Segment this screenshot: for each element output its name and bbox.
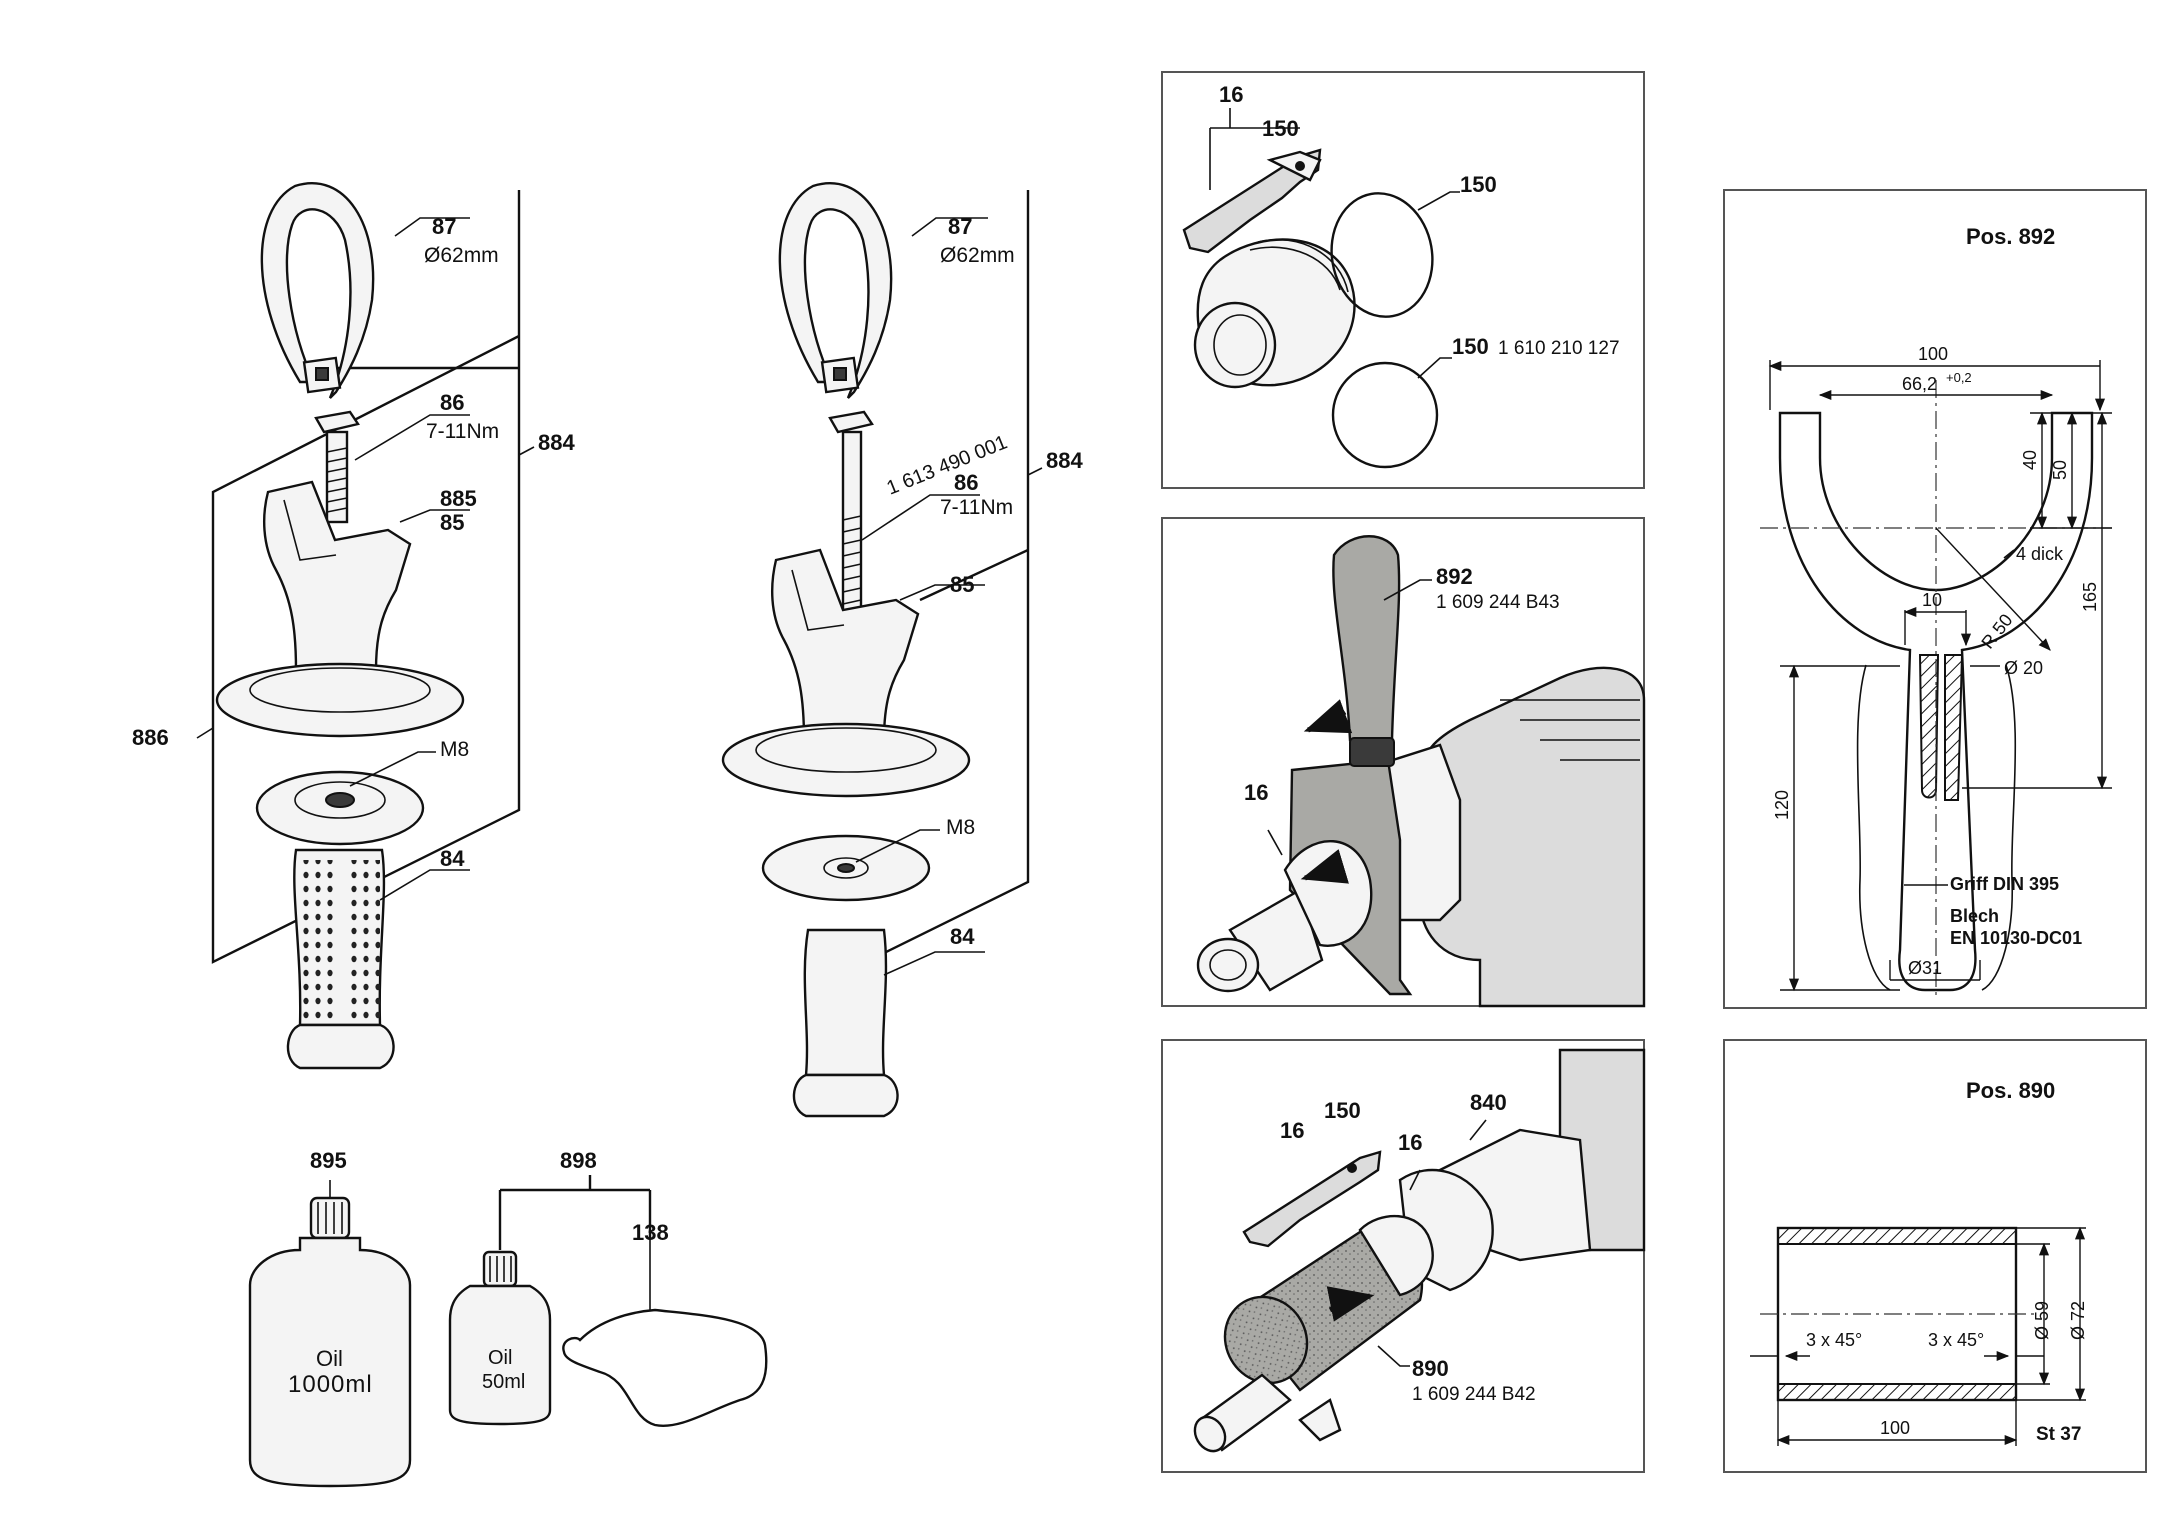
label-138: 138 bbox=[632, 1220, 669, 1245]
handle-head-85 bbox=[215, 480, 465, 738]
label-150-b: 150 bbox=[1452, 334, 1489, 359]
left-labels: 87 Ø62mm 86 7-11Nm 884 885 85 886 M8 84 bbox=[132, 214, 575, 871]
label-150: 150 bbox=[1324, 1098, 1361, 1123]
dim-50: 50 bbox=[2050, 460, 2070, 480]
dim-length: 100 bbox=[1880, 1418, 1910, 1438]
label-85: 85 bbox=[440, 510, 464, 535]
label-840: 840 bbox=[1470, 1090, 1507, 1115]
label-87: 87 bbox=[432, 214, 456, 239]
label-handle: Griff DIN 395 bbox=[1950, 874, 2059, 894]
drawing-pos-890 bbox=[1723, 1039, 2147, 1473]
label-884: 884 bbox=[1046, 448, 1083, 473]
panel-rings-labels: 16 150 150 150 1 610 210 127 bbox=[1219, 82, 1620, 359]
label-886: 886 bbox=[132, 725, 169, 750]
label-16: 16 bbox=[1219, 82, 1243, 107]
dim-dia-20: Ø 20 bbox=[2004, 658, 2043, 678]
washer-m8 bbox=[255, 770, 425, 846]
label-sheet-2: EN 10130-DC01 bbox=[1950, 928, 2082, 948]
label-884: 884 bbox=[538, 430, 575, 455]
label-m8: M8 bbox=[440, 738, 469, 761]
label-strap-diameter: Ø62mm bbox=[424, 244, 499, 267]
label-86: 86 bbox=[954, 470, 978, 495]
strap-87 bbox=[778, 182, 893, 399]
panel-retaining-rings bbox=[1161, 71, 1645, 489]
oil-bottle-895 bbox=[248, 1180, 412, 1488]
label-895: 895 bbox=[310, 1148, 347, 1173]
middle-handle-assembly bbox=[721, 182, 1043, 1118]
label-890-part: 1 609 244 B42 bbox=[1412, 1384, 1536, 1405]
label-sheet-1: Blech bbox=[1950, 906, 1999, 926]
dim-chamfer-right: 3 x 45° bbox=[1928, 1330, 1984, 1350]
bolt-86 bbox=[314, 410, 360, 524]
dim-165: 165 bbox=[2080, 582, 2100, 612]
label-m8: M8 bbox=[946, 816, 975, 839]
label-150-a: 150 bbox=[1460, 172, 1497, 197]
long-bolt-86 bbox=[828, 410, 874, 634]
consumable-labels: 895 Oil 1000ml 898 Oil 50ml 138 bbox=[288, 1148, 669, 1398]
dim-40: 40 bbox=[2020, 450, 2040, 470]
drawing-title: Pos. 890 bbox=[1966, 1078, 2055, 1103]
dim-dia-31: Ø31 bbox=[1908, 958, 1942, 978]
label-84: 84 bbox=[950, 924, 975, 949]
label-885: 885 bbox=[440, 486, 477, 511]
label-890: 890 bbox=[1412, 1356, 1449, 1381]
dim-dia-72: Ø 72 bbox=[2068, 1301, 2088, 1340]
panel-ring-installation bbox=[1161, 1039, 1646, 1473]
label-86: 86 bbox=[440, 390, 464, 415]
drawing-title: Pos. 892 bbox=[1966, 224, 2055, 249]
drawing-890-labels: Pos. 890 3 x 45° 3 x 45° Ø 59 Ø 72 100 S… bbox=[1806, 1078, 2088, 1445]
strap-87 bbox=[260, 182, 375, 399]
label-strap-diameter: Ø62mm bbox=[940, 244, 1015, 267]
label-150-on-part: 150 bbox=[1262, 116, 1299, 141]
label-898: 898 bbox=[560, 1148, 597, 1173]
panel-ring-removal bbox=[1161, 517, 1646, 1008]
label-892-part: 1 609 244 B43 bbox=[1436, 592, 1560, 613]
dim-10: 10 bbox=[1922, 590, 1942, 610]
grip-84 bbox=[792, 928, 899, 1118]
label-oil-large-2: 1000ml bbox=[288, 1371, 373, 1398]
label-oil-small-2: 50ml bbox=[482, 1371, 525, 1393]
middle-labels: 87 Ø62mm 1 613 490 001 86 7-11Nm 884 85 … bbox=[884, 214, 1084, 949]
panel-removal-labels: 892 1 609 244 B43 16 bbox=[1244, 564, 1560, 805]
label-torque: 7-11Nm bbox=[940, 496, 1013, 519]
label-part-number: 1 613 490 001 bbox=[884, 431, 1011, 499]
label-oil-small-1: Oil bbox=[488, 1347, 512, 1369]
grip-84 bbox=[286, 848, 395, 1070]
washer-m8 bbox=[761, 834, 931, 902]
handle-head-85 bbox=[721, 548, 971, 798]
dim-66-2: 66,2 bbox=[1902, 374, 1937, 394]
label-892: 892 bbox=[1436, 564, 1473, 589]
label-thickness: 4 dick bbox=[2016, 544, 2064, 564]
panel-install-labels: 16 150 16 840 890 1 609 244 B42 bbox=[1280, 1090, 1536, 1405]
label-85: 85 bbox=[950, 572, 974, 597]
label-torque: 7-11Nm bbox=[426, 420, 499, 443]
label-material: St 37 bbox=[2036, 1424, 2081, 1445]
label-84: 84 bbox=[440, 846, 465, 871]
dim-100: 100 bbox=[1918, 344, 1948, 364]
label-16: 16 bbox=[1244, 780, 1268, 805]
dim-dia-59: Ø 59 bbox=[2032, 1301, 2052, 1340]
dim-tolerance: +0,2 bbox=[1946, 370, 1972, 385]
dim-120: 120 bbox=[1772, 790, 1792, 820]
drawing-pos-892 bbox=[1723, 189, 2147, 1009]
label-oil-large-1: Oil bbox=[316, 1346, 343, 1371]
dim-chamfer-left: 3 x 45° bbox=[1806, 1330, 1862, 1350]
oil-set-898 bbox=[448, 1175, 768, 1427]
label-ring-part: 1 610 210 127 bbox=[1498, 338, 1620, 359]
label-16-a: 16 bbox=[1280, 1118, 1304, 1143]
label-87: 87 bbox=[948, 214, 972, 239]
label-16-b: 16 bbox=[1398, 1130, 1422, 1155]
left-handle-assembly bbox=[196, 182, 535, 1070]
